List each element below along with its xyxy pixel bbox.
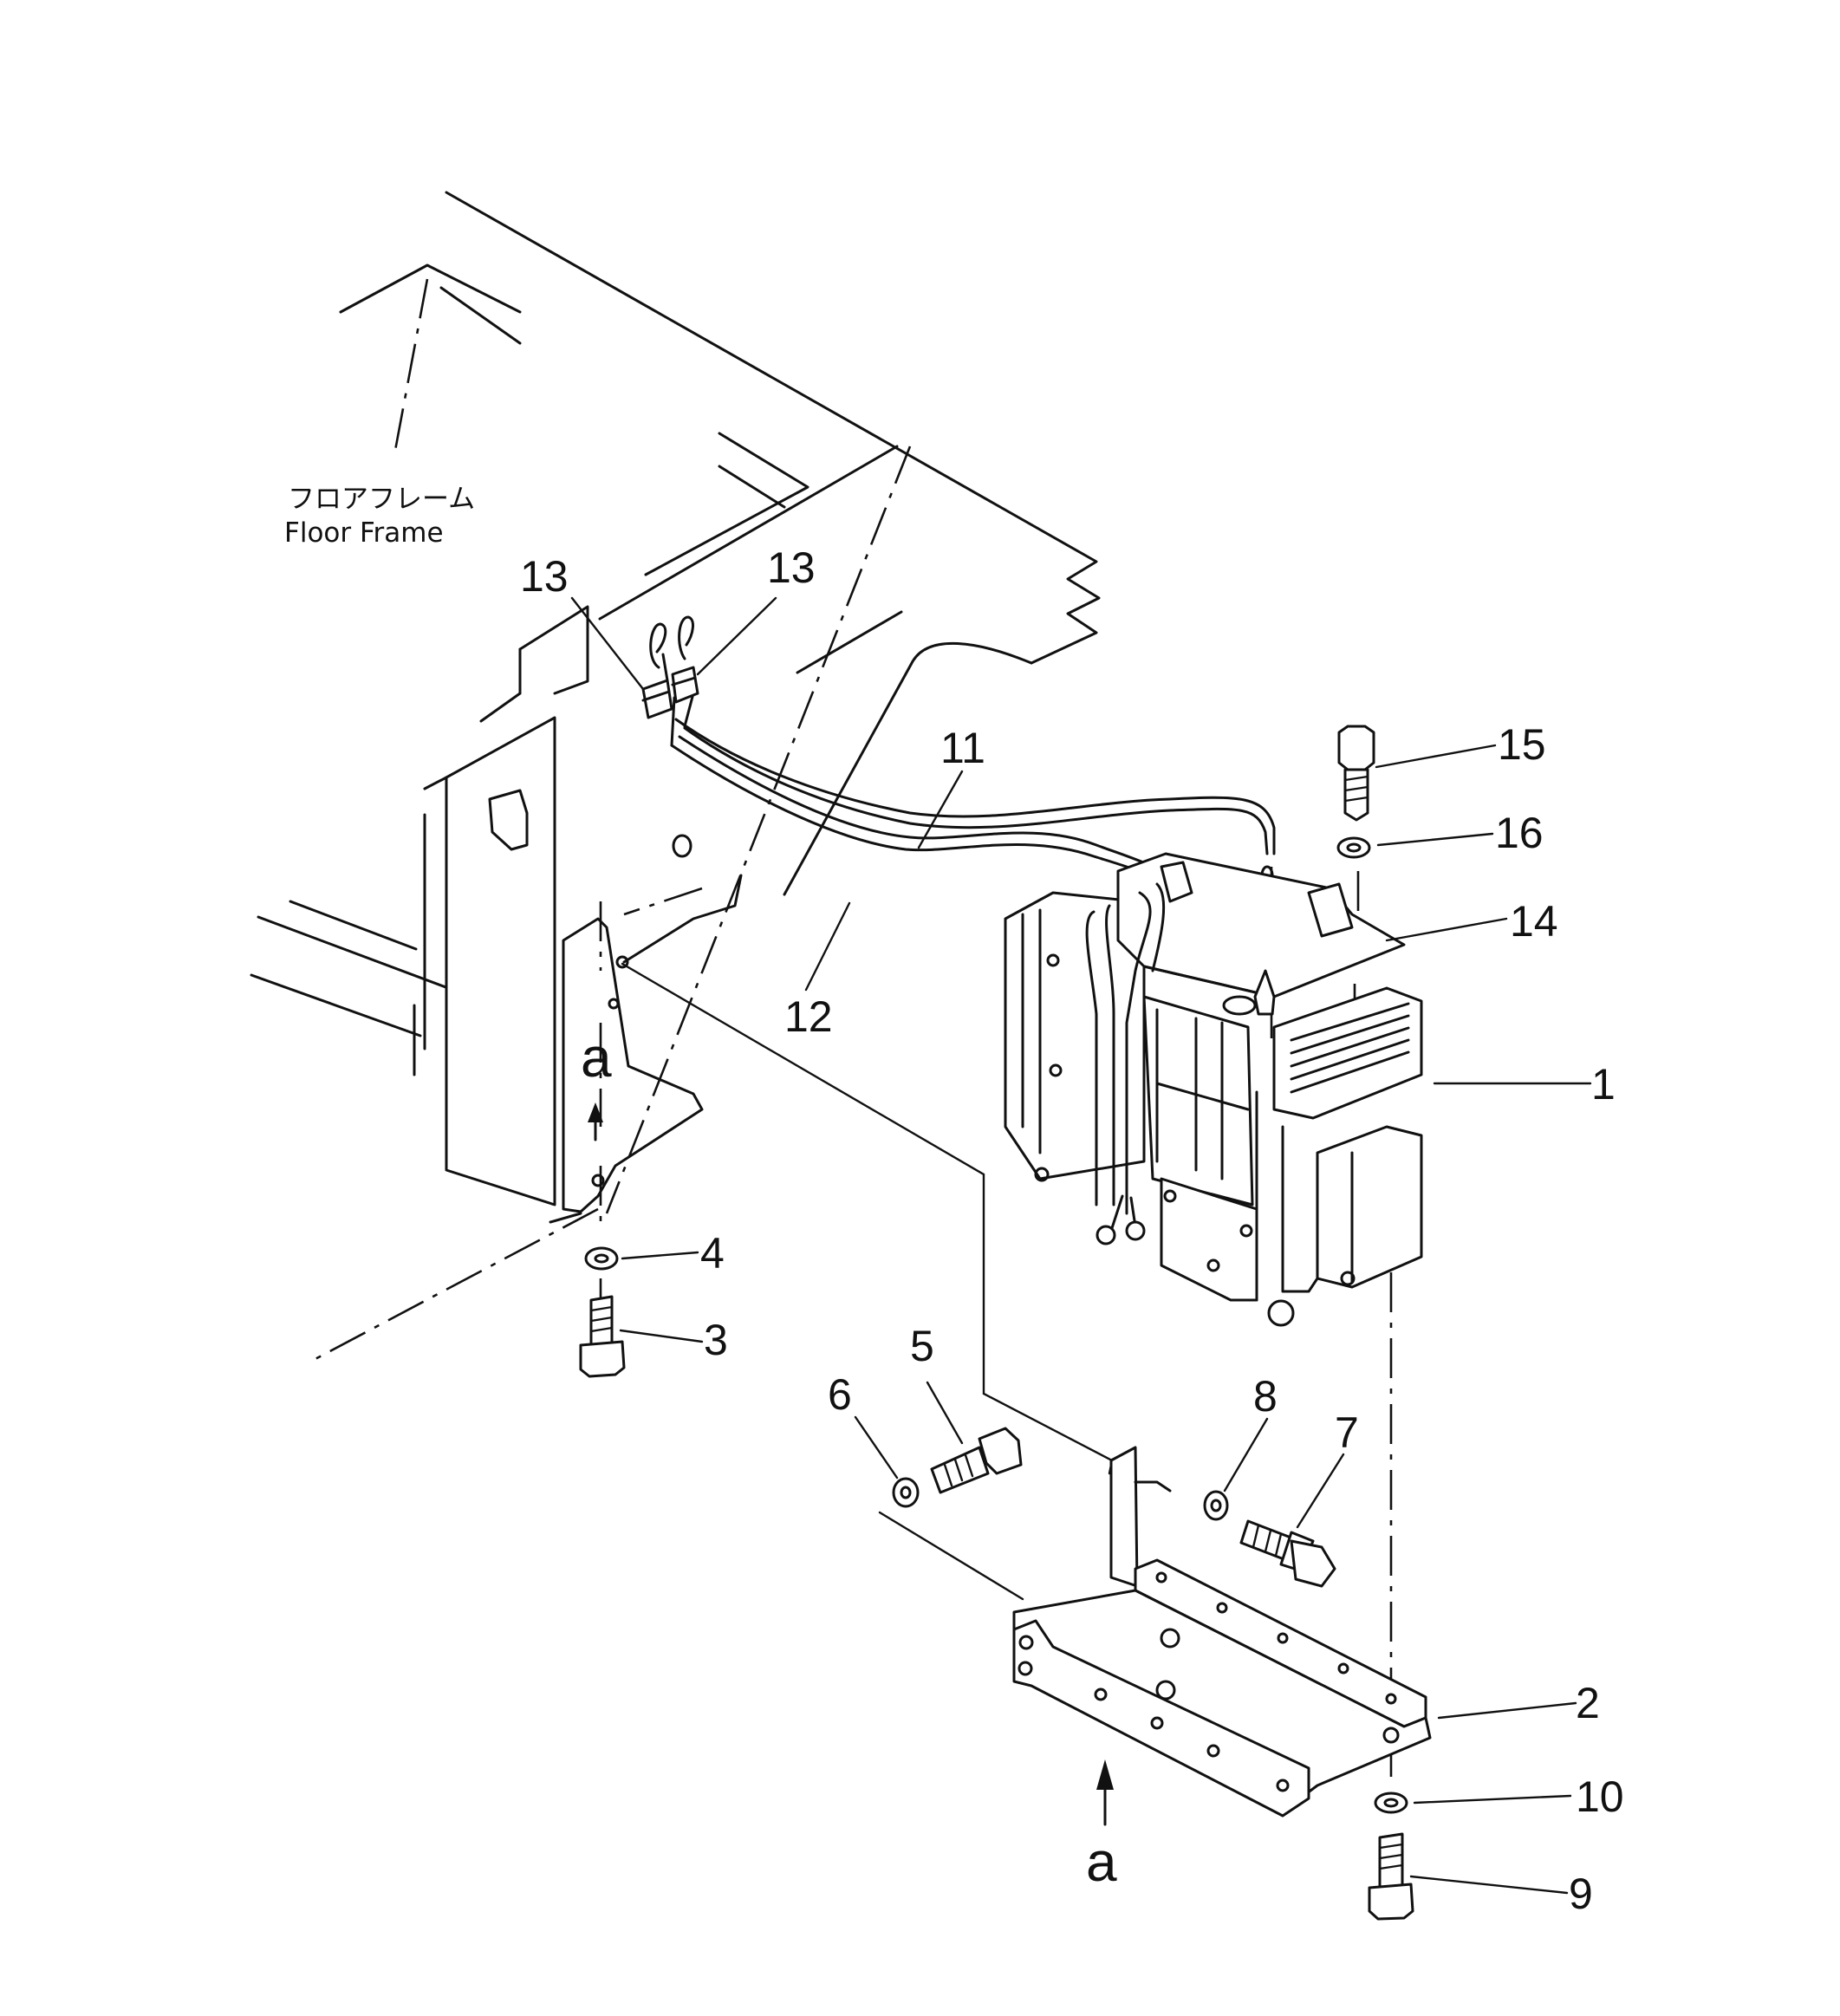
frame-caption-japanese: フロアフレーム <box>288 484 475 515</box>
callout-11: 11 <box>940 724 985 772</box>
callout-7: 7 <box>1335 1408 1359 1457</box>
alignment-line <box>878 1511 1024 1601</box>
clamp-13-right <box>671 615 699 704</box>
callout-9: 9 <box>1569 1870 1593 1918</box>
view-arrow-upper <box>588 1102 603 1141</box>
bolt-3 <box>579 1295 626 1378</box>
heater-unit <box>1004 852 1423 1327</box>
view-arrow-lower <box>1096 1759 1114 1826</box>
callout-5: 5 <box>910 1322 934 1370</box>
callout-1: 1 <box>1591 1060 1616 1109</box>
bolt-9 <box>1368 1832 1414 1921</box>
callout-15: 15 <box>1498 720 1546 769</box>
bolt-7 <box>1239 1519 1336 1588</box>
callout-13-left: 13 <box>520 552 569 601</box>
frame-caption-english: Floor Frame <box>284 517 444 549</box>
view-marker-a-lower: a <box>1086 1831 1117 1893</box>
clamp-13-left <box>641 622 673 719</box>
floor-frame <box>250 191 1101 1224</box>
callout-8: 8 <box>1253 1372 1278 1421</box>
callout-13-right: 13 <box>767 543 816 592</box>
callout-14: 14 <box>1510 897 1558 946</box>
washer-4 <box>584 1246 619 1271</box>
mount-bracket <box>1012 1446 1432 1818</box>
callout-16: 16 <box>1495 809 1544 857</box>
bolt-15 <box>1337 725 1375 822</box>
washer-6 <box>892 1477 920 1508</box>
washer-8 <box>1203 1490 1229 1521</box>
leader-lines <box>570 596 1592 1895</box>
callout-3: 3 <box>704 1316 728 1364</box>
callout-12: 12 <box>784 992 833 1041</box>
callout-6: 6 <box>828 1370 852 1419</box>
view-marker-a-upper: a <box>581 1026 612 1089</box>
bolt-5 <box>930 1427 1023 1494</box>
callout-2: 2 <box>1576 1679 1600 1727</box>
callout-4: 4 <box>700 1229 725 1278</box>
callout-10: 10 <box>1576 1772 1624 1821</box>
washer-10 <box>1374 1792 1408 1814</box>
washer-16 <box>1336 836 1371 859</box>
